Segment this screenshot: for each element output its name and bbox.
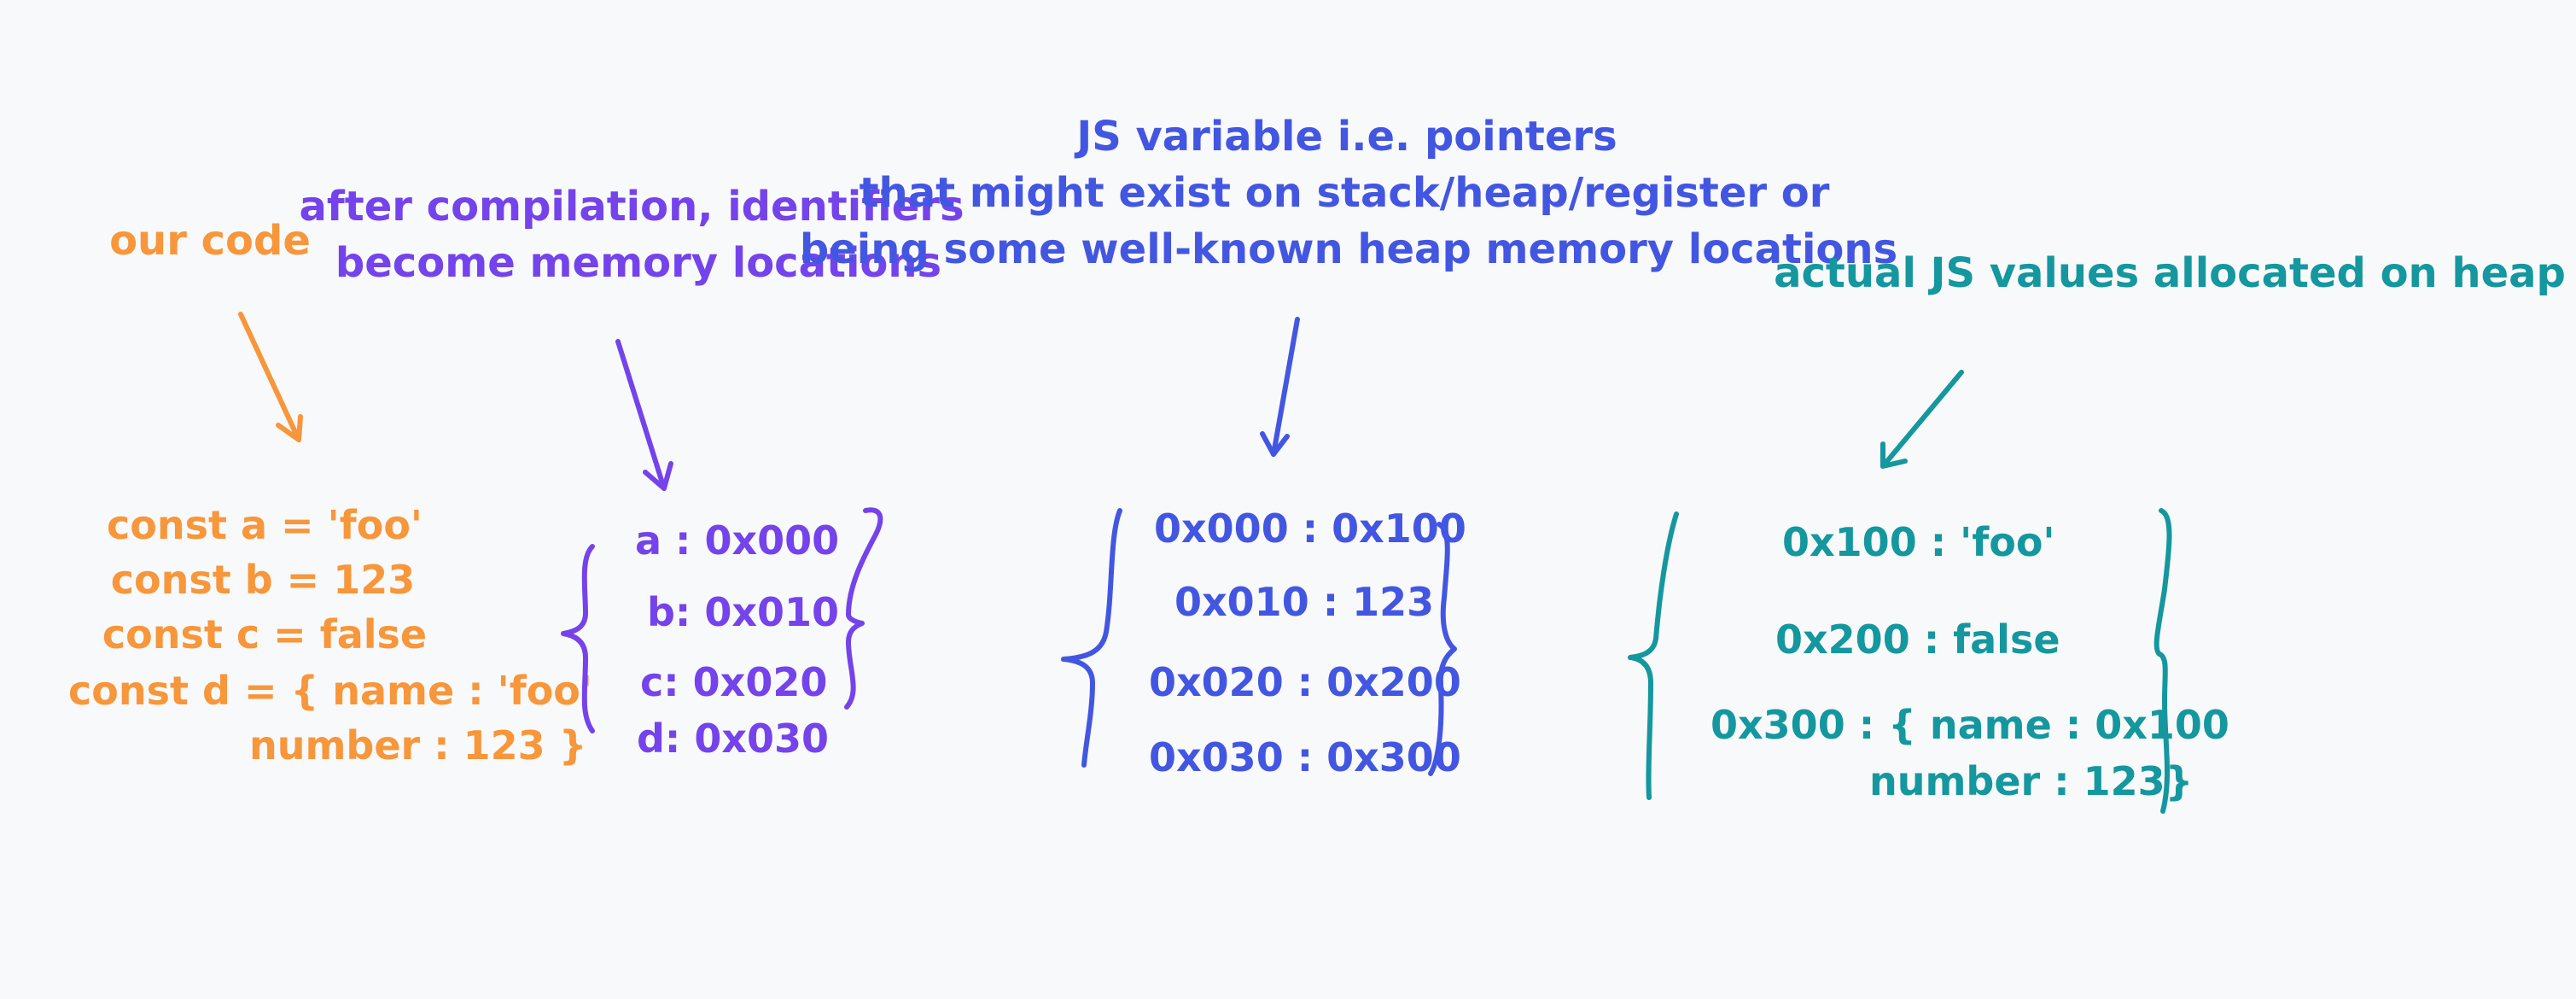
heap-value-0x200: 0x200 : false <box>1775 616 2060 663</box>
code-line-c: const c = false <box>102 611 428 657</box>
arrow-compilation <box>615 339 673 491</box>
heap-value-0x100: 0x100 : 'foo' <box>1782 519 2055 565</box>
pointer-right-brace <box>1428 522 1457 776</box>
pointer-0x000: 0x000 : 0x100 <box>1154 505 1466 552</box>
arrow-heap-values <box>1880 370 1964 469</box>
pointer-left-brace <box>1061 508 1122 768</box>
code-line-d-cont: number : 123 } <box>249 722 587 768</box>
identifier-d: d: 0x030 <box>637 716 830 762</box>
pointers-label-line-1: JS variable i.e. pointers <box>1076 113 1617 161</box>
code-line-a: const a = 'foo' <box>107 502 423 548</box>
our-code-label: our code <box>109 217 311 265</box>
heap-value-0x300-cont: number : 123} <box>1869 758 2194 804</box>
pointer-0x010: 0x010 : 123 <box>1174 579 1435 625</box>
heap-value-0x300: 0x300 : { name : 0x100 <box>1711 702 2229 748</box>
identifier-c: c: 0x020 <box>640 659 828 705</box>
heap-right-brace <box>2153 508 2172 814</box>
compilation-label-line-2: become memory locations <box>335 239 942 287</box>
identifier-right-brace <box>844 507 883 710</box>
heap-left-brace <box>1628 511 1679 800</box>
code-line-b: const b = 123 <box>110 557 416 603</box>
compilation-label-line-1: after compilation, identifiers <box>299 183 965 231</box>
identifier-left-brace <box>561 544 595 733</box>
heap-values-label: actual JS values allocated on heap <box>1774 249 2566 297</box>
pointer-0x030: 0x030 : 0x300 <box>1149 734 1461 780</box>
identifier-a: a : 0x000 <box>635 517 840 564</box>
arrow-our-code <box>238 312 303 442</box>
pointers-label-line-3: being some well-known heap memory locati… <box>799 225 1898 273</box>
arrow-pointers <box>1260 317 1300 457</box>
code-line-d: const d = { name : 'foo' <box>68 668 592 714</box>
identifier-b: b: 0x010 <box>647 589 840 635</box>
pointer-0x020: 0x020 : 0x200 <box>1149 659 1461 705</box>
pointers-label-line-2: that might exist on stack/heap/register … <box>859 169 1830 217</box>
